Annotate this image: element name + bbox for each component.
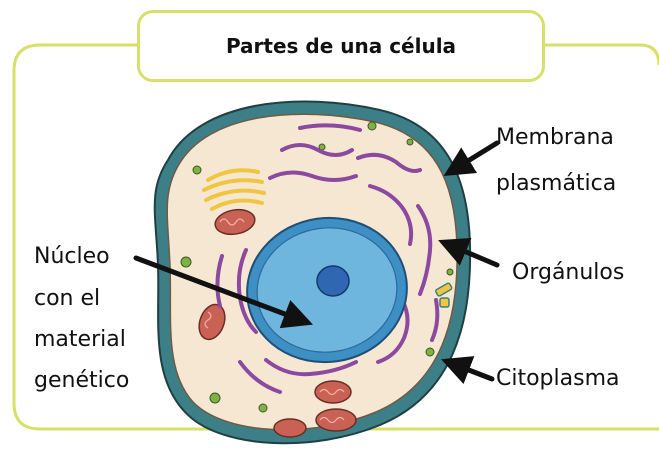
- arrow-nucleo: [133, 255, 314, 329]
- label-nucleo-line2: con el: [34, 286, 101, 311]
- label-nucleo-line1: Núcleo: [34, 244, 110, 269]
- page-title: Partes de una célula: [225, 34, 457, 58]
- arrow-membrana: [443, 140, 500, 176]
- label-membrana-line2: plasmática: [496, 171, 617, 196]
- label-nucleo-line4: genético: [34, 368, 130, 393]
- mitochondria-cristae: [204, 218, 345, 424]
- label-membrana-line1: Membrana: [496, 125, 614, 150]
- golgi-apparatus: [202, 168, 266, 211]
- arrow-organulos: [438, 237, 500, 268]
- label-citoplasma: Citoplasma: [496, 366, 620, 391]
- endoplasmic-reticulum: [215, 123, 440, 394]
- centriole: [435, 282, 453, 308]
- title-box: Partes de una célula: [137, 10, 545, 82]
- nucleolus: [316, 265, 350, 297]
- label-organulos: Orgánulos: [512, 260, 625, 285]
- arrow-citoplasma: [441, 356, 495, 385]
- label-nucleo-line3: material: [34, 327, 126, 352]
